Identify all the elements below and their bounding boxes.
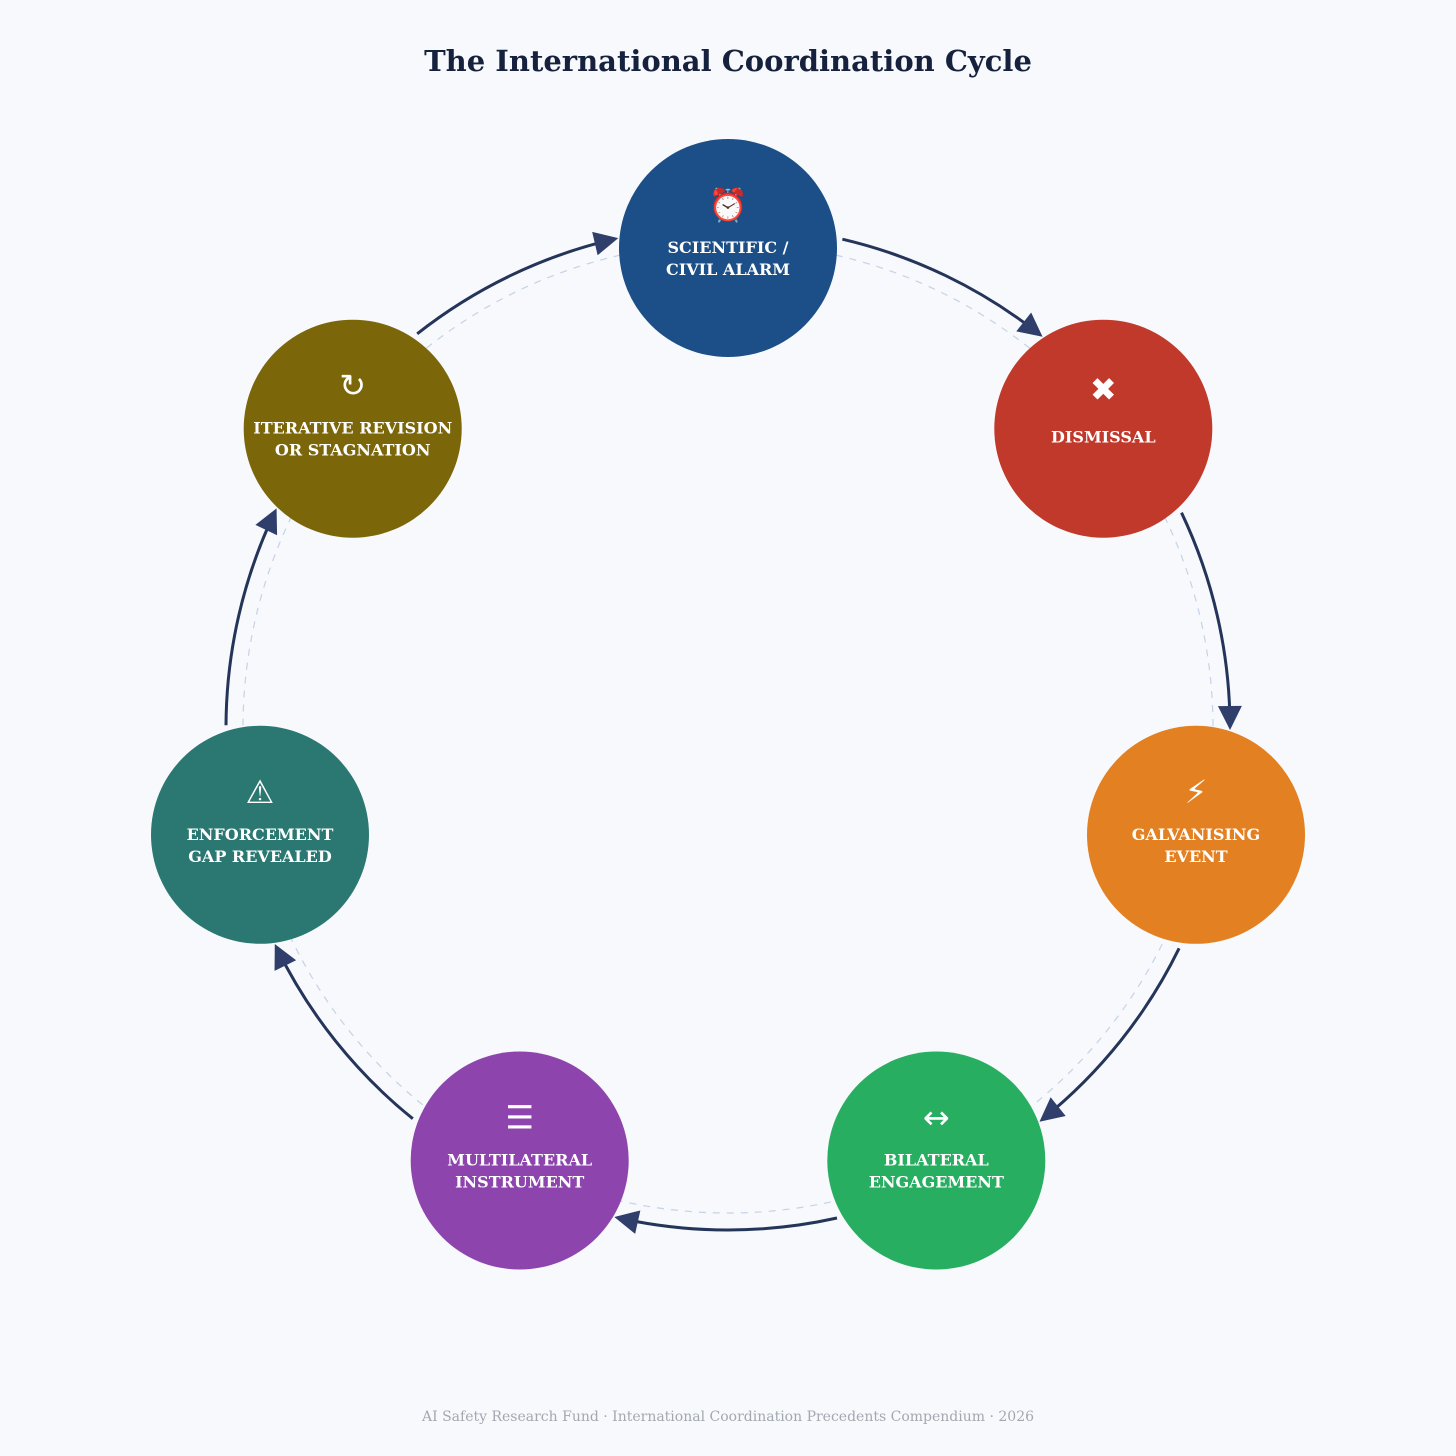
stage-label-line: GALVANISING	[1132, 825, 1260, 844]
stage-label-line: ENGAGEMENT	[869, 1173, 1004, 1192]
refresh-icon: ↻	[339, 367, 366, 405]
stage-node-iterative-revision-or-stagnation: ↻ ITERATIVE REVISION OR STAGNATION	[243, 319, 462, 538]
cycle-arrow-galvanising-event-to-bilateral-engagement	[1039, 947, 1181, 1122]
stage-circle	[410, 1051, 629, 1270]
cycle-arrow-dismissal-to-galvanising-event	[1180, 512, 1242, 730]
stage-node-dismissal: ✖ DISMISSAL	[994, 319, 1213, 538]
document-icon: ☰	[505, 1099, 534, 1137]
stage-circle	[1087, 725, 1305, 944]
stage-label-line: BILATERAL	[884, 1151, 989, 1170]
stage-node-bilateral-engagement: ↔ BILATERAL ENGAGEMENT	[827, 1051, 1046, 1270]
handshake-icon: ↔	[923, 1099, 950, 1137]
stage-nodes: ⏰ SCIENTIFIC / CIVIL ALARM ✖ DISMISSAL ⚡ GALVA…	[151, 139, 1305, 1270]
stage-circle	[994, 319, 1213, 538]
cycle-arrow-scientific-civil-alarm-to-dismissal	[842, 237, 1043, 337]
warning-icon: ⚠	[246, 773, 275, 811]
stage-label-line: ENFORCEMENT	[187, 825, 334, 844]
stage-circle	[827, 1051, 1046, 1270]
stage-circle	[151, 725, 369, 944]
stage-node-scientific-civil-alarm: ⏰ SCIENTIFIC / CIVIL ALARM	[619, 139, 837, 357]
cycle-arrow-iterative-revision-or-stagnation-to-scientific-civil-alarm	[416, 231, 619, 335]
stage-label-line: MULTILATERAL	[447, 1151, 592, 1170]
footer-note: AI Safety Research Fund · International …	[421, 1409, 1035, 1425]
cycle-arrows	[224, 231, 1242, 1234]
stage-circle	[243, 319, 462, 538]
stage-label-line: SCIENTIFIC /	[668, 238, 789, 257]
cycle-arrow-bilateral-engagement-to-multilateral-instrument	[614, 1210, 838, 1234]
stage-label-line: OR STAGNATION	[275, 441, 431, 460]
stage-label-line: DISMISSAL	[1051, 428, 1156, 447]
stage-node-enforcement-gap-revealed: ⚠ ENFORCEMENT GAP REVEALED	[151, 725, 369, 944]
alarm-icon: ⏰	[708, 186, 748, 224]
stage-circle	[619, 139, 837, 357]
dismissal-icon: ✖	[1090, 371, 1117, 409]
cycle-arrow-multilateral-instrument-to-enforcement-gap-revealed	[274, 943, 414, 1120]
stage-node-multilateral-instrument: ☰ MULTILATERAL INSTRUMENT	[410, 1051, 629, 1270]
stage-label-line: EVENT	[1164, 847, 1227, 866]
event-icon: ⚡	[1185, 773, 1207, 811]
stage-label-line: ITERATIVE REVISION	[253, 419, 452, 438]
stage-label-line: CIVIL ALARM	[666, 260, 790, 279]
diagram-title: The International Coordination Cycle	[424, 44, 1032, 78]
stage-label-line: GAP REVEALED	[188, 847, 332, 866]
stage-node-galvanising-event: ⚡ GALVANISING EVENT	[1087, 725, 1305, 944]
stage-label-line: INSTRUMENT	[455, 1173, 584, 1192]
cycle-arrow-enforcement-gap-revealed-to-iterative-revision-or-stagnation	[224, 508, 278, 726]
